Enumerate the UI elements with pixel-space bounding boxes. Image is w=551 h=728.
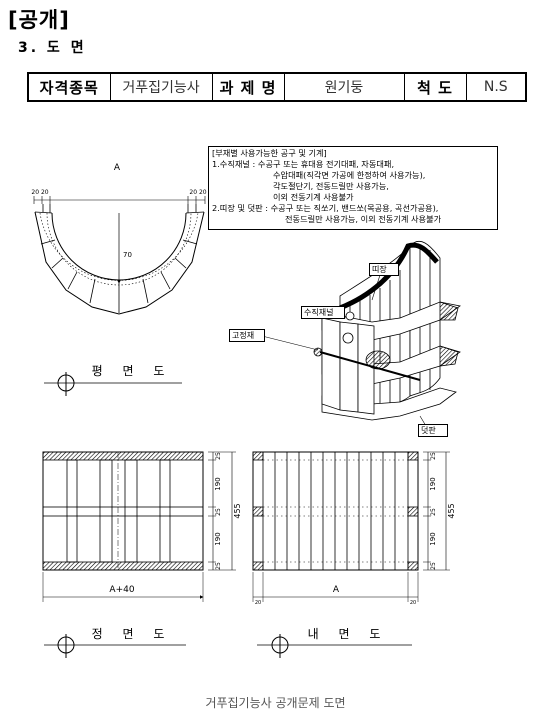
label-fixing: 고정재: [229, 329, 265, 342]
inner-dim-1: 25: [430, 452, 437, 460]
plan-radius: 70: [123, 251, 132, 259]
front-dim-total: 455: [233, 503, 242, 518]
info-table: 자격종목 거푸집기능사 과 제 명 원기둥 척 도 N.S: [27, 72, 527, 102]
qualification-label: 자격종목: [27, 72, 111, 102]
plan-view-label: 평 면 도: [92, 364, 173, 378]
inner-dim-3: 25: [430, 508, 437, 516]
label-vertical-panel: 수직재널: [301, 306, 345, 319]
inner-view: [252, 451, 450, 658]
plan-view: [33, 196, 206, 396]
tool-notes-box: [부재별 사용가능한 공구 및 기계] 1.수직재널 : 수공구 또는 휴대용 …: [208, 146, 498, 230]
inner-dim-right: 20: [410, 600, 416, 606]
inner-dim-left: 20: [255, 600, 261, 606]
notes-line: 1.수직재널 : 수공구 또는 휴대용 전기대패, 자동대패,: [212, 159, 395, 169]
task-label: 과 제 명: [211, 72, 285, 102]
inner-dim-5: 25: [430, 562, 437, 570]
front-dim-5: 25: [215, 562, 222, 570]
inner-view-label: 내 면 도: [308, 627, 389, 641]
section-title: 3. 도 면: [18, 40, 87, 56]
page-title: [공개]: [8, 8, 70, 32]
notes-line: 각도절단기, 전동드릴만 사용가능,: [273, 181, 389, 191]
notes-line: 이외 전동기계 사용불가: [273, 192, 354, 202]
scale-value: N.S: [465, 72, 527, 102]
front-dim-2: 190: [214, 477, 222, 490]
plan-dim-right: 20 20: [189, 189, 206, 196]
inner-dim-2: 190: [429, 477, 437, 490]
notes-heading: [부재별 사용가능한 공구 및 기계]: [212, 148, 327, 158]
front-dim-bottom: A+40: [109, 585, 134, 595]
front-dim-3: 25: [215, 508, 222, 516]
front-view: [42, 451, 236, 658]
isometric-view: [261, 241, 461, 427]
label-ttijang: 띠장: [369, 263, 399, 276]
notes-line: 2.띠장 및 덧판 : 수공구 또는 직쏘기, 밴드쏘(목공용, 곡선가공용),: [212, 203, 439, 213]
page-footer: 거푸집기능사 공개문제 도면: [205, 696, 346, 710]
notes-line: 전동드릴만 사용가능, 이외 전동기계 사용불가: [285, 214, 442, 224]
plan-dim-left: 20 20: [31, 189, 48, 196]
front-view-label: 정 면 도: [92, 627, 173, 641]
inner-dim-bottom: A: [333, 585, 340, 595]
inner-dim-total: 455: [447, 503, 456, 518]
front-dim-4: 190: [214, 532, 222, 545]
inner-dim-4: 190: [429, 532, 437, 545]
label-cover: 덧판: [418, 424, 448, 437]
plan-dim-a: A: [114, 163, 121, 173]
front-dim-1: 25: [215, 452, 222, 460]
notes-line: 수압대패(직각면 가공에 한정하여 사용가능),: [273, 170, 426, 180]
